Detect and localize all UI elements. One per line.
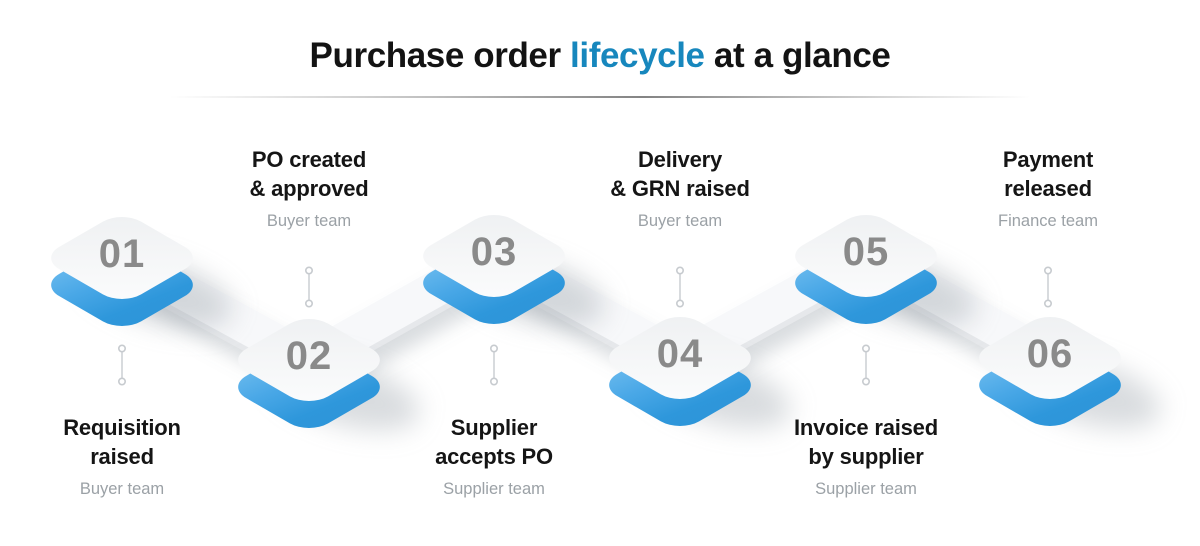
step-number: 06 <box>1026 331 1074 376</box>
page-title-part2: at a glance <box>704 36 891 75</box>
connector-dumbbell-01 <box>117 344 127 386</box>
step-label-po-created-approved: PO created & approved Buyer team <box>159 146 459 231</box>
step-label-supplier-accepts-po: Supplier accepts PO Supplier team <box>344 414 644 499</box>
page-title-accent: lifecycle <box>570 36 705 75</box>
step-node-05: 05 <box>771 161 985 351</box>
step-title: PO created & approved <box>249 147 369 201</box>
step-title: Requisition raised <box>63 415 181 469</box>
step-number: 03 <box>470 229 518 274</box>
step-number: 02 <box>285 333 333 378</box>
step-title: Supplier accepts PO <box>435 415 553 469</box>
step-node-02: 02 <box>214 265 428 455</box>
step-team: Supplier team <box>443 480 545 499</box>
step-team: Supplier team <box>815 480 917 499</box>
page-title-part1: Purchase order <box>309 36 571 75</box>
step-label-invoice-raised-by-supplier: Invoice raised by supplier Supplier team <box>716 414 1016 499</box>
step-title: Payment released <box>1002 147 1094 201</box>
step-number: 05 <box>842 229 890 274</box>
connector-dumbbell-06 <box>1043 266 1053 308</box>
connector-dumbbell-02 <box>304 266 314 308</box>
title-divider-line <box>170 96 1030 98</box>
step-title: Delivery & GRN raised <box>610 147 750 201</box>
step-team: Buyer team <box>79 480 165 499</box>
connector-dumbbell-05 <box>861 344 871 386</box>
page-title: Purchase order lifecycle at a glance <box>0 36 1200 76</box>
step-team: Buyer team <box>637 212 723 231</box>
step-label-delivery-grn-raised: Delivery & GRN raised Buyer team <box>530 146 830 231</box>
step-label-requisition-raised: Requisition raised Buyer team <box>0 414 272 499</box>
connector-dumbbell-04 <box>675 266 685 308</box>
step-node-01: 01 <box>27 163 241 353</box>
step-node-06: 06 <box>955 263 1169 453</box>
step-node-04: 04 <box>585 263 799 453</box>
step-number: 01 <box>98 231 146 276</box>
step-number: 04 <box>656 331 704 376</box>
step-team: Buyer team <box>266 212 352 231</box>
step-title: Invoice raised by supplier <box>794 415 938 469</box>
connector-dumbbell-03 <box>489 344 499 386</box>
step-label-payment-released: Payment released Finance team <box>898 146 1198 231</box>
step-node-03: 03 <box>399 161 613 351</box>
step-team: Finance team <box>998 212 1098 231</box>
